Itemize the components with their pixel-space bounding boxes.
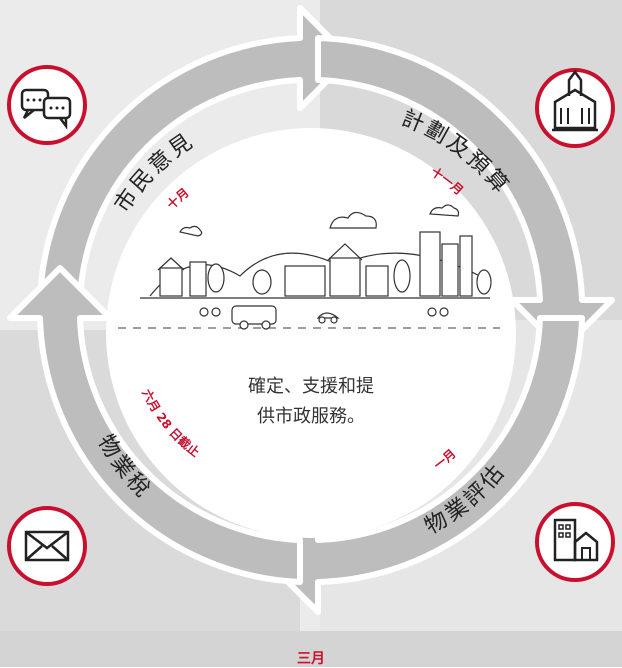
building-house-icon: [535, 502, 615, 582]
envelope-icon: [7, 506, 87, 586]
speech-bubbles-icon: [7, 65, 87, 145]
arrow-segment-citizen: [37, 5, 353, 303]
center-text-line-2: 供市政服務。: [257, 406, 365, 427]
center-circle: [106, 128, 516, 538]
arrow-segment-plan: [315, 35, 615, 353]
city-hall-icon: [535, 68, 615, 148]
month-label-mar: 三月: [297, 651, 325, 667]
arrow-segment-assess: [265, 315, 585, 615]
center-statement: 確定、支援和提 供市政服務。: [211, 372, 411, 432]
city-illustration: [118, 204, 500, 330]
bottom-band: [0, 631, 622, 667]
arrow-segment-tax: [7, 265, 303, 585]
center-text-line-1: 確定、支援和提: [248, 376, 374, 397]
